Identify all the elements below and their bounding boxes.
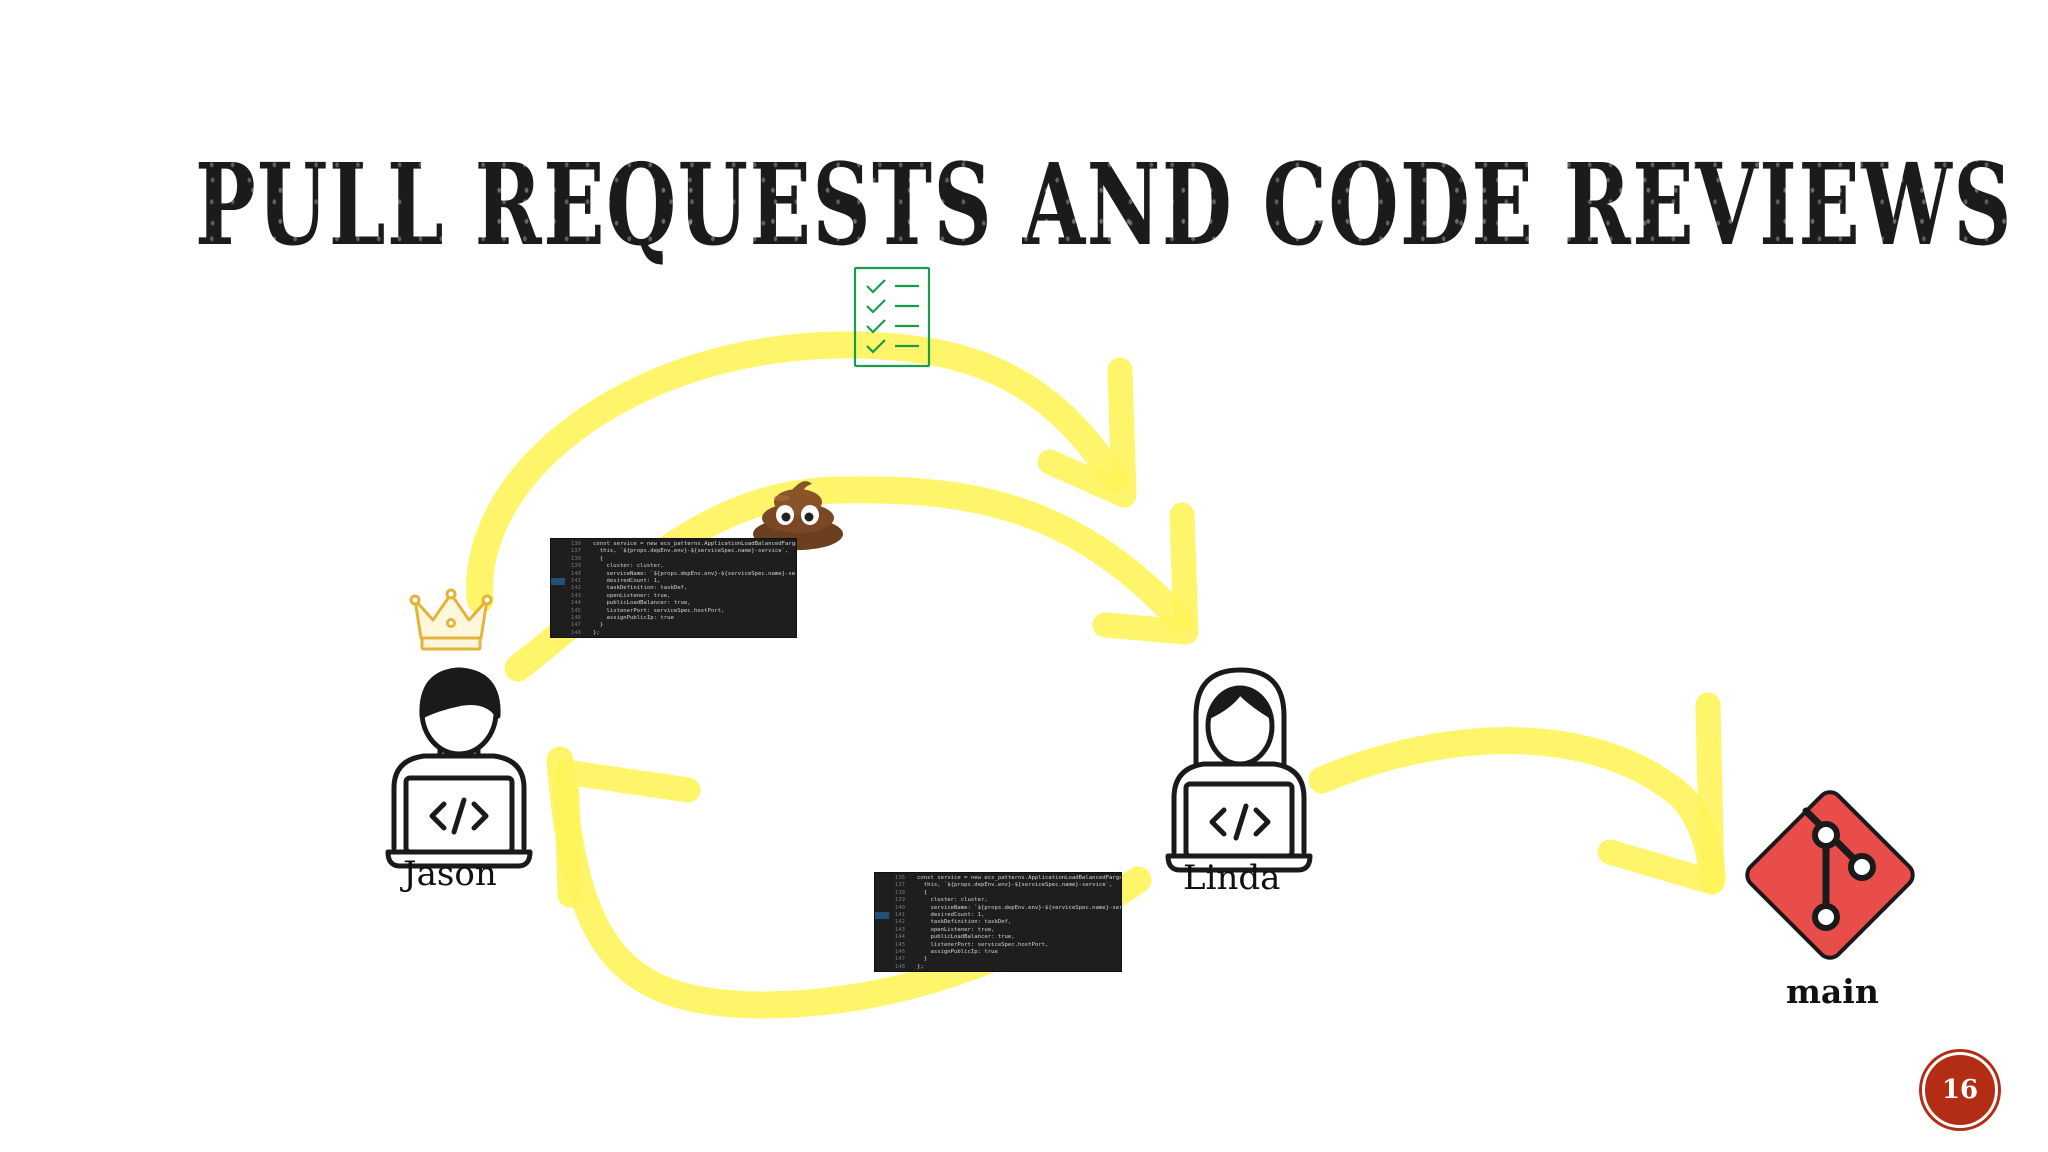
code-line: 141 desiredCount: 1, bbox=[551, 578, 792, 586]
code-text: openListener: true, bbox=[593, 592, 671, 599]
code-line: 138 { bbox=[551, 556, 792, 563]
code-line: 136 const service = new ecs_patterns.Appl… bbox=[875, 875, 1121, 882]
code-text: assignPublicIp: true bbox=[593, 615, 674, 622]
line-number: 141 bbox=[894, 912, 905, 919]
code-text: }; bbox=[917, 963, 924, 970]
line-number: 144 bbox=[894, 934, 905, 941]
line-number: 140 bbox=[570, 570, 581, 577]
code-text: } bbox=[917, 956, 928, 963]
page-number-badge: 16 bbox=[1922, 1052, 1998, 1128]
line-number: 141 bbox=[570, 578, 581, 585]
code-line: 146 assignPublicIp: true bbox=[875, 949, 1117, 956]
line-number: 137 bbox=[894, 882, 905, 889]
highlight-stroke bbox=[553, 759, 701, 908]
line-number: 136 bbox=[894, 875, 905, 881]
code-line: 147 } bbox=[875, 956, 1117, 963]
code-text: listenerPort: serviceSpec.hostPort, bbox=[917, 941, 1049, 948]
line-number: 136 bbox=[570, 541, 581, 547]
code-line: 137 this, `${props.depEnv.env}-${service… bbox=[875, 882, 1117, 889]
code-line: 147 } bbox=[551, 622, 792, 629]
line-number: 145 bbox=[894, 941, 905, 948]
line-number: 146 bbox=[570, 615, 581, 622]
code-line: 142 taskDefinition: taskDef, bbox=[551, 585, 792, 592]
slide-title: PULL REQUESTS AND CODE REVIEWS bbox=[195, 140, 2013, 271]
line-number: 142 bbox=[894, 919, 905, 926]
line-number: 148 bbox=[894, 963, 905, 970]
line-number: 140 bbox=[894, 904, 905, 911]
code-text: { bbox=[593, 555, 604, 562]
line-number: 143 bbox=[894, 926, 905, 933]
line-number: 137 bbox=[570, 548, 581, 555]
code-text: listenerPort: serviceSpec.hostPort, bbox=[593, 607, 725, 614]
line-number: 147 bbox=[570, 622, 581, 629]
highlight-stroke bbox=[466, 331, 1129, 614]
line-number: 142 bbox=[570, 585, 581, 592]
highlight-stroke bbox=[1092, 502, 1199, 645]
label-main-branch: main bbox=[1786, 972, 1879, 1011]
line-number: 138 bbox=[570, 555, 581, 562]
code-line: 141 desiredCount: 1, bbox=[875, 912, 1117, 920]
code-text: } bbox=[593, 622, 604, 629]
line-number: 147 bbox=[894, 956, 905, 963]
code-lines: 136 const service = new ecs_patterns.Appl… bbox=[875, 875, 1121, 971]
code-text: }; bbox=[593, 629, 600, 636]
line-number: 148 bbox=[570, 629, 581, 636]
line-number: 139 bbox=[570, 563, 581, 570]
code-line: 140 serviceName: `${props.depEnv.env}-${… bbox=[551, 570, 796, 578]
code-line: 136 const service = new ecs_patterns.Appl… bbox=[551, 541, 796, 548]
code-text: this, `${props.depEnv.env}-${serviceSpec… bbox=[593, 548, 789, 555]
code-text: publicLoadBalancer: true, bbox=[593, 600, 691, 607]
line-number: 139 bbox=[894, 897, 905, 904]
code-text: cluster: cluster, bbox=[917, 897, 988, 904]
line-number: 146 bbox=[894, 949, 905, 956]
line-number: 145 bbox=[570, 607, 581, 614]
code-text: taskDefinition: taskDef, bbox=[917, 919, 1012, 926]
code-text: desiredCount: 1, bbox=[593, 578, 661, 585]
code-text: const service = new ecs_patterns.Applica… bbox=[593, 541, 796, 547]
code-snippet-top: 136 const service = new ecs_patterns.Appl… bbox=[550, 538, 797, 638]
code-lines: 136 const service = new ecs_patterns.Appl… bbox=[551, 541, 796, 637]
code-text: serviceName: `${props.depEnv.env}-${serv… bbox=[917, 904, 1122, 911]
code-line: 139 cluster: cluster, bbox=[551, 563, 792, 570]
code-text: taskDefinition: taskDef, bbox=[593, 585, 688, 592]
label-linda: Linda bbox=[1183, 858, 1281, 898]
code-line: 144 publicLoadBalancer: true, bbox=[875, 934, 1117, 941]
code-line: 148}; bbox=[551, 630, 792, 637]
code-text: cluster: cluster, bbox=[593, 563, 664, 570]
code-line: 138 { bbox=[875, 890, 1117, 897]
code-line: 137 this, `${props.depEnv.env}-${service… bbox=[551, 548, 792, 555]
code-text: publicLoadBalancer: true, bbox=[917, 934, 1015, 941]
code-line: 145 listenerPort: serviceSpec.hostPort, bbox=[875, 942, 1117, 949]
code-line: 144 publicLoadBalancer: true, bbox=[551, 600, 792, 607]
line-number: 138 bbox=[894, 889, 905, 896]
line-number: 143 bbox=[570, 592, 581, 599]
code-line: 142 taskDefinition: taskDef, bbox=[875, 919, 1117, 926]
code-text: assignPublicIp: true bbox=[917, 949, 998, 956]
code-snippet-bottom: 136 const service = new ecs_patterns.Appl… bbox=[874, 872, 1122, 972]
code-text: desiredCount: 1, bbox=[917, 912, 985, 919]
code-text: openListener: true, bbox=[917, 926, 995, 933]
code-text: const service = new ecs_patterns.Applica… bbox=[917, 875, 1122, 881]
code-line: 143 openListener: true, bbox=[875, 927, 1117, 934]
line-number: 144 bbox=[570, 600, 581, 607]
code-line: 143 openListener: true, bbox=[551, 593, 792, 600]
code-line: 145 listenerPort: serviceSpec.hostPort, bbox=[551, 608, 792, 615]
code-text: { bbox=[917, 889, 928, 896]
label-jason: Jason bbox=[403, 854, 497, 894]
code-line: 140 serviceName: `${props.depEnv.env}-${… bbox=[875, 904, 1121, 912]
code-text: this, `${props.depEnv.env}-${serviceSpec… bbox=[917, 882, 1113, 889]
code-text: serviceName: `${props.depEnv.env}-${serv… bbox=[593, 570, 797, 577]
highlight-stroke bbox=[1597, 692, 1725, 895]
code-line: 148}; bbox=[875, 964, 1117, 971]
code-line: 146 assignPublicIp: true bbox=[551, 615, 792, 622]
code-line: 139 cluster: cluster, bbox=[875, 897, 1117, 904]
highlight-stroke bbox=[1037, 357, 1137, 508]
